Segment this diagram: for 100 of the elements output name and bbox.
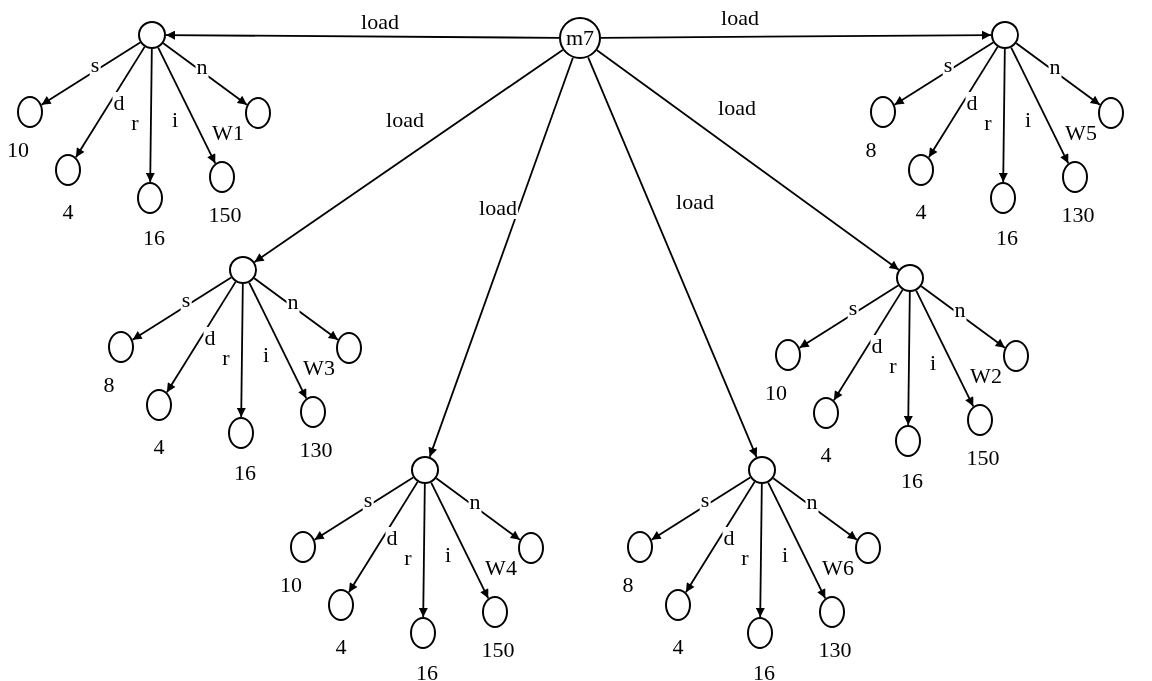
value-label: 16: [901, 470, 923, 492]
value-label: 4: [153, 436, 165, 458]
arrow: [75, 46, 146, 159]
value-label: 10: [280, 574, 302, 596]
arrow: [998, 48, 1008, 183]
value-label: 130: [818, 639, 852, 661]
value-label: 16: [753, 662, 775, 681]
value-label: W4: [485, 557, 517, 579]
value-label: 10: [765, 382, 787, 404]
tree-node-circle: [328, 589, 354, 621]
tree-node-circle: [895, 425, 921, 457]
tree-node-circle: [819, 596, 845, 628]
tree-node-circle: [518, 532, 544, 564]
tree-node-circle: [245, 97, 271, 129]
arrow: [833, 289, 904, 402]
value-label: W1: [212, 122, 244, 144]
arrow: [755, 483, 765, 618]
tree-node-circle: [138, 21, 166, 49]
arrow: [162, 42, 248, 106]
tree-node-circle: [991, 21, 1019, 49]
tree-node-circle: [990, 182, 1016, 214]
arrow: [428, 56, 574, 458]
arrow: [650, 476, 752, 541]
arrow: [920, 285, 1006, 349]
value-label: 150: [966, 447, 1000, 469]
tree-node-circle: [747, 617, 773, 649]
tree-node-circle: [290, 531, 316, 563]
arrow: [798, 284, 900, 349]
arrow: [928, 46, 999, 159]
arrow: [248, 281, 308, 400]
tree-node-circle: [665, 589, 691, 621]
tree-node-circle: [55, 154, 81, 186]
arrow: [157, 46, 217, 165]
arrow: [418, 483, 428, 618]
arrow: [253, 49, 564, 263]
arrow: [1015, 42, 1101, 106]
value-label: W6: [822, 557, 854, 579]
root-node-circle: [559, 17, 601, 59]
value-label: 16: [416, 662, 438, 681]
arrow: [596, 49, 900, 271]
tree-node-circle: [146, 389, 172, 421]
arrow: [600, 30, 992, 40]
tree-node-circle: [908, 154, 934, 186]
tree-node-circle: [411, 456, 439, 484]
arrow: [253, 277, 339, 341]
tree-node-circle: [482, 596, 508, 628]
arrow: [165, 30, 560, 40]
tree-node-circle: [855, 532, 881, 564]
arrow: [236, 283, 246, 418]
value-label: 150: [481, 639, 515, 661]
tree-node-circle: [229, 256, 257, 284]
arrow: [587, 56, 758, 458]
arrow: [145, 48, 155, 183]
tree-node-circle: [209, 161, 235, 193]
value-label: 10: [7, 139, 29, 161]
tree-node-circle: [1062, 161, 1088, 193]
value-label: 130: [299, 439, 333, 461]
arrow: [313, 476, 415, 541]
value-label: 16: [996, 227, 1018, 249]
tree-node-circle: [137, 182, 163, 214]
tree-node-circle: [228, 417, 254, 449]
value-label: 4: [672, 636, 684, 658]
node-label: m7: [565, 27, 595, 49]
value-label: 8: [622, 574, 634, 596]
value-label: W2: [970, 365, 1002, 387]
arrow: [1010, 46, 1070, 165]
value-label: 8: [103, 374, 115, 396]
arrow: [166, 281, 237, 394]
arrow: [772, 477, 858, 541]
value-label: 8: [865, 139, 877, 161]
arrow: [348, 481, 419, 594]
arrow: [435, 477, 521, 541]
value-label: 4: [915, 201, 927, 223]
value-label: 16: [143, 227, 165, 249]
value-label: W5: [1065, 122, 1097, 144]
value-label: 4: [62, 201, 74, 223]
value-label: W3: [303, 357, 335, 379]
arrow: [767, 481, 827, 600]
arrow: [40, 41, 142, 106]
tree-node-circle: [1098, 97, 1124, 129]
tree-node-circle: [336, 332, 362, 364]
tree-node-circle: [1003, 340, 1029, 372]
value-label: 4: [335, 636, 347, 658]
tree-node-circle: [896, 264, 924, 292]
arrow: [915, 289, 975, 408]
value-label: 150: [208, 204, 242, 226]
arrow: [430, 481, 490, 600]
arrow: [903, 291, 913, 426]
tree-node-circle: [748, 456, 776, 484]
value-label: 4: [820, 444, 832, 466]
arrow: [893, 41, 995, 106]
arrow: [685, 481, 756, 594]
tree-node-circle: [967, 404, 993, 436]
value-label: 130: [1061, 204, 1095, 226]
tree-node-circle: [870, 96, 896, 128]
tree-node-circle: [813, 397, 839, 429]
tree-node-circle: [17, 96, 43, 128]
tree-node-circle: [108, 331, 134, 363]
tree-node-circle: [300, 396, 326, 428]
tree-node-circle: [775, 339, 801, 371]
